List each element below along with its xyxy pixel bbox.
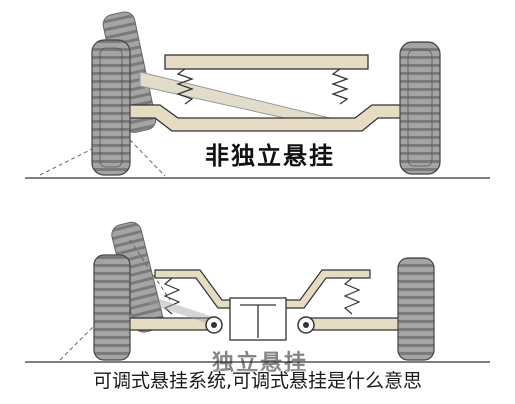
wheel-right-top (399, 41, 441, 175)
spring-left-bottom (163, 277, 181, 315)
independent-suspension-figure (25, 221, 490, 363)
non-independent-suspension-label: 非独立悬挂 (205, 142, 335, 170)
wheel-left-top (91, 39, 131, 176)
dashed-line-left-1 (39, 144, 101, 176)
dashed-line-left-2 (129, 139, 166, 177)
spring-right-top (331, 68, 349, 105)
image-caption: 可调式悬挂系统,可调式悬挂是什么意思 (92, 370, 423, 392)
swing-arm-right (305, 317, 401, 331)
independent-suspension-label: 独立悬挂 (211, 351, 308, 376)
spring-left-top (176, 68, 194, 105)
wheel-right-bottom (397, 257, 435, 361)
wheel-left-bottom (93, 254, 131, 361)
body-plate-top (164, 54, 369, 70)
spring-right-bottom (343, 277, 361, 315)
non-independent-suspension-figure (25, 11, 490, 179)
body-frame-bottom (154, 269, 371, 309)
